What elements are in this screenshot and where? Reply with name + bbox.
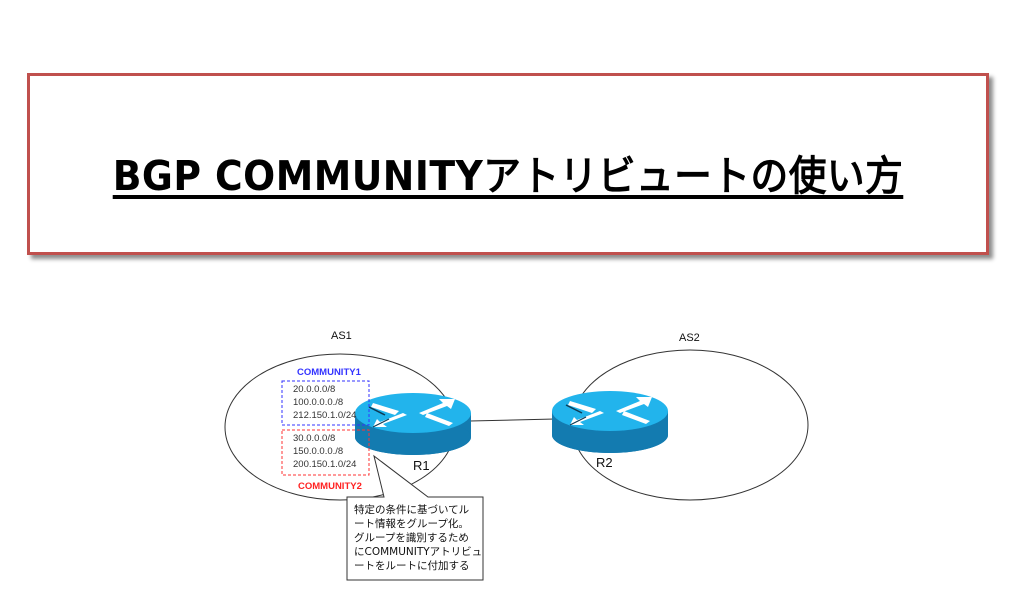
callout-line: ートをルートに付加する xyxy=(354,560,470,572)
router-icon-r2 xyxy=(551,390,669,454)
r2-label: R2 xyxy=(596,455,613,470)
callout-line: にCOMMUNITYアトリビュ xyxy=(354,546,483,558)
community2-prefix-list: 30.0.0.0/8 150.0.0.0./8 200.150.1.0/24 xyxy=(293,432,356,471)
prefix-item: 212.150.1.0/24 xyxy=(293,410,357,421)
r1-label: R1 xyxy=(413,458,430,473)
prefix-item: 150.0.0.0./8 xyxy=(293,446,344,457)
as2-label: AS2 xyxy=(679,332,700,344)
r1-r2-link xyxy=(469,418,556,422)
callout-text: 特定の条件に基づいてル ート情報をグループ化。 グループを識別するため にCOM… xyxy=(354,503,482,573)
community1-prefix-list: 20.0.0.0/8 100.0.0.0./8 212.150.1.0/24 xyxy=(293,383,356,422)
callout-line: ート情報をグループ化。 xyxy=(354,518,469,530)
prefix-item: 30.0.0.0/8 xyxy=(293,433,336,444)
community2-box xyxy=(281,429,370,476)
router-icon-r1 xyxy=(354,392,472,456)
callout-line: グループを識別するため xyxy=(354,532,469,544)
as1-label: AS1 xyxy=(331,330,352,342)
community2-label: COMMUNITY2 xyxy=(298,481,362,492)
prefix-item: 20.0.0.0/8 xyxy=(293,384,336,395)
prefix-item: 200.150.1.0/24 xyxy=(293,459,357,470)
community1-label: COMMUNITY1 xyxy=(297,367,361,378)
community1-box xyxy=(281,380,370,426)
page-title: BGP COMMUNITYアトリビュートの使い方 xyxy=(112,152,904,200)
callout-box xyxy=(346,454,484,581)
callout-line: 特定の条件に基づいてル xyxy=(354,504,470,516)
title-box: BGP COMMUNITYアトリビュートの使い方 xyxy=(27,73,989,255)
prefix-item: 100.0.0.0./8 xyxy=(293,397,344,408)
